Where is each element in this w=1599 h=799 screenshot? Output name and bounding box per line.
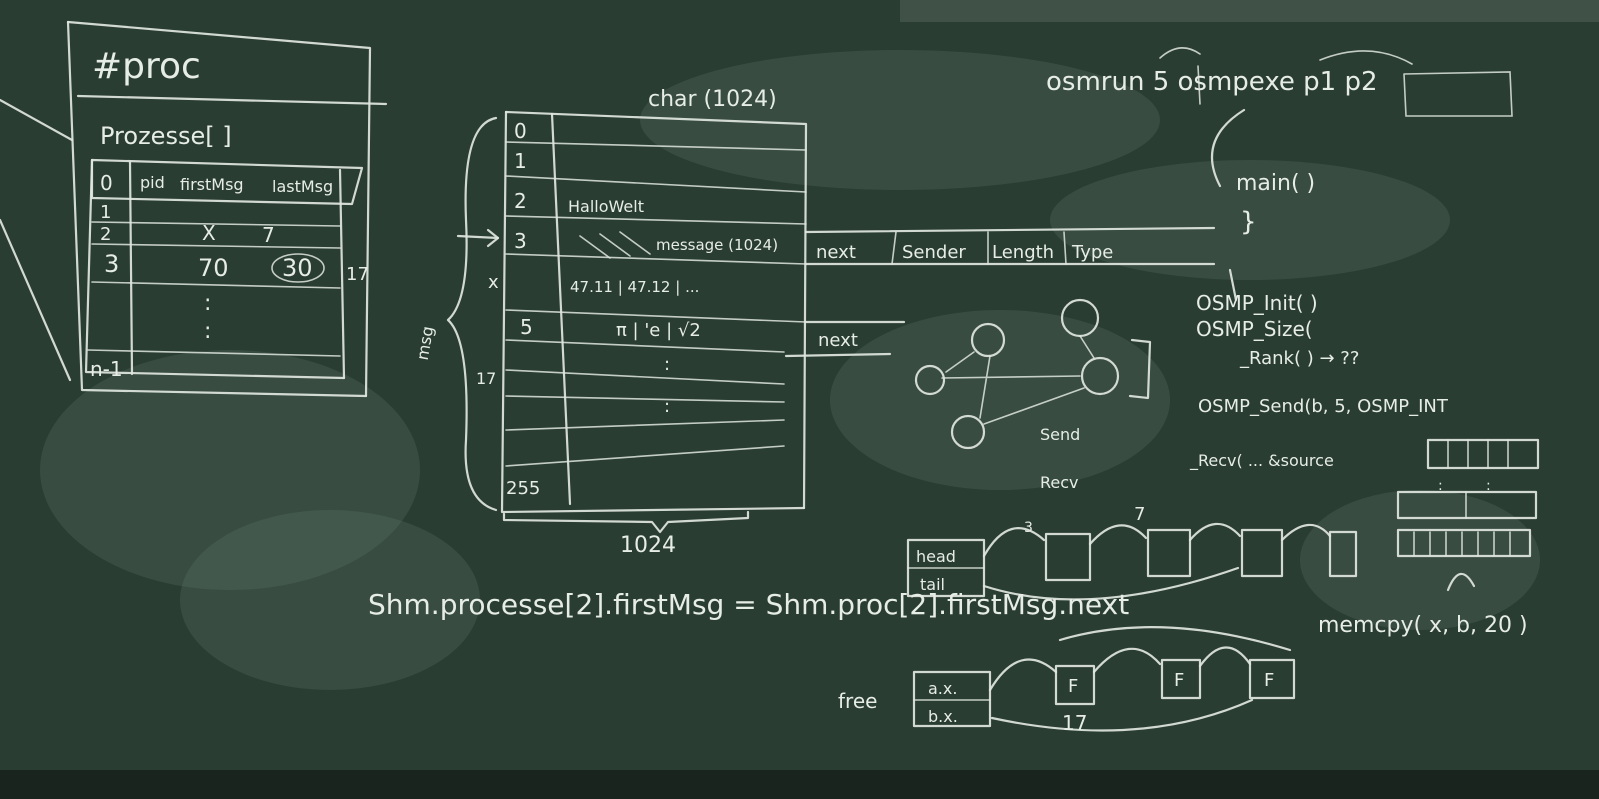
cmd-memcpy: memcpy( x, b, 20 ) [1318,613,1528,638]
shm-row5-text: π | 'e | √2 [616,320,701,341]
shm-row2-text: HalloWelt [568,197,644,216]
list-num-3: 3 [1024,520,1033,536]
shm-char-label: char (1024) [648,87,777,112]
board-top-frame [900,0,1599,22]
proc-row-idx-1: 1 [100,202,111,223]
proc-title: #proc [92,46,201,87]
list-num-7: 7 [1134,504,1145,525]
proc-header-pid: pid [140,173,165,192]
shm-row-5: 5 [520,315,533,339]
shm-block: char (1024) 0 1 2 3 5 255 HalloWelt mess… [413,87,1216,558]
shm-bottom-label: 1024 [620,533,676,558]
graph-recv: Recv [1040,473,1079,492]
cmd-call-size: OSMP_Size( [1196,317,1313,341]
equation: Shm.processe[2].firstMsg = Shm.proc[2].f… [368,588,1129,621]
shm-side-x: x [488,272,499,293]
process-graph: Send Recv [914,298,1152,492]
list-num-17: 17 [1062,711,1087,735]
shm-row-0: 0 [514,119,527,143]
proc-row3-circle [271,253,325,283]
linked-lists: head tail 3 7 free a.x. b.x. F F F 17 [838,504,1358,735]
cmd-copy-arrow [1446,572,1476,592]
cmd-buffer-mark-2: : [1486,478,1491,494]
cmd-buffer-bottom [1396,528,1532,558]
proc-row-idx-3: 3 [104,250,119,278]
proc-block: #proc Prozesse[ ] 0 pid firstMsg lastMsg… [0,20,388,398]
cmd-pointer-tick [1228,268,1238,302]
proc-header-lastmsg: lastMsg [272,177,333,196]
list-head: head [916,547,956,566]
shm-struct-length: Length [992,242,1054,263]
erase-smudges [40,50,1540,690]
proc-header-0: 0 [100,171,113,195]
cmd-brace: } [1240,207,1257,237]
shm-brace [446,116,498,512]
proc-row-idx-2: 2 [100,224,111,245]
shm-row-255: 255 [506,478,540,499]
proc-array-label: Prozesse[ ] [100,122,232,150]
cmd-call-init: OSMP_Init( ) [1196,291,1318,315]
shm-vdots-2: : [664,396,670,417]
proc-vdots-1: : [204,291,211,316]
shm-struct-sender: Sender [902,242,966,263]
cmd-block: osmrun 5 osmpexe p1 p2 main( ) } OSMP_In… [1046,47,1540,638]
list-free: free [838,689,877,713]
proc-vdots-2: : [204,319,211,344]
shm-next2: next [818,330,858,351]
list-tail: tail [920,575,945,594]
shm-row-1: 1 [514,149,527,173]
shm-row-2: 2 [514,189,527,213]
cmd-buffer-mid [1396,490,1538,520]
shm-row3-arrow [456,234,500,240]
graph-send: Send [1040,425,1080,444]
cmd-buffer-mark-1: : [1438,478,1443,494]
shm-struct-type: Type [1071,242,1113,263]
list-f1: F [1068,676,1078,697]
cmd-main: main( ) [1236,171,1315,196]
cmd-buffer-top [1426,438,1540,470]
proc-last-row: n-1 [90,357,123,381]
proc-row2-last: 7 [262,223,275,247]
proc-row3-last: 30 [282,254,313,282]
proc-row3-first: 70 [198,254,229,282]
board-bottom-ledge [0,770,1599,799]
cmd-call-recv: _Recv( ... &source [1189,451,1334,471]
cmd-call-rank: _Rank( ) → ?? [1239,348,1359,369]
list-ax: a.x. [928,679,957,698]
proc-row2-first: X [202,221,216,245]
proc-header-firstmsg: firstMsg [180,175,244,194]
shm-row3-text: message (1024) [656,236,778,254]
shm-bottom-brace [502,510,750,534]
shm-brace-label: msg [413,325,438,362]
cmd-command: osmrun 5 osmpexe p1 p2 [1046,67,1378,97]
shm-row4-text: 47.11 | 47.12 | ... [570,278,699,296]
proc-side-17: 17 [346,264,369,285]
shm-struct-next: next [816,242,856,263]
shm-vdots-1: : [664,354,670,375]
shm-row-3: 3 [514,229,527,253]
cmd-call-send: OSMP_Send(b, 5, OSMP_INT [1198,396,1449,417]
list-bx: b.x. [928,707,958,726]
list-f2: F [1174,670,1184,691]
shm-side-17: 17 [476,369,496,388]
list-f3: F [1264,670,1274,691]
